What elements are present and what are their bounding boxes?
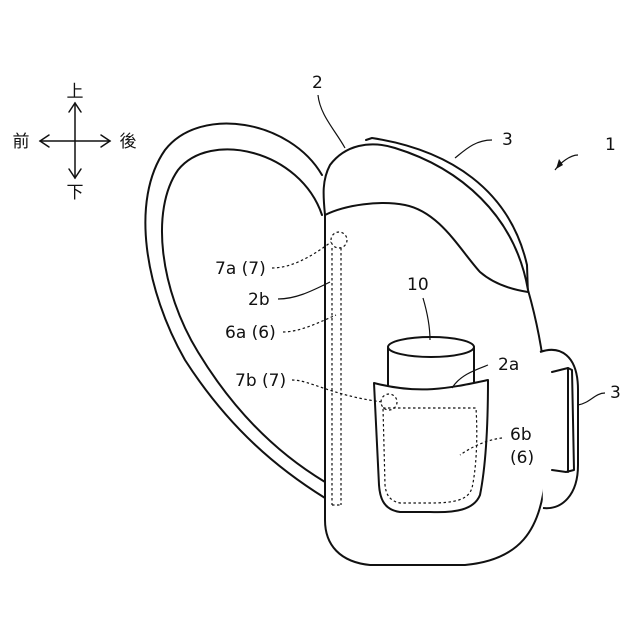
label-6a: 6a (6) [225,323,276,343]
label-2: 2 [312,73,323,93]
label-6b-paren: (6) [510,448,534,468]
direction-compass: 上 下 前 後 [13,82,137,203]
label-7b: 7b (7) [235,371,286,391]
label-2b: 2b [248,290,270,310]
label-up: 上 [67,82,84,102]
label-3-side: 3 [610,383,621,403]
label-1: 1 [605,135,616,155]
label-10: 10 [407,275,429,295]
leader-7a [272,242,331,268]
label-2a: 2a [498,355,519,375]
label-7a: 7a (7) [215,259,266,279]
label-front: 前 [13,132,30,152]
strap-loop-inner [162,149,325,482]
leader-2b [278,282,330,299]
leader-3-side [578,393,605,405]
label-6b: 6b [510,425,532,445]
label-down: 下 [67,183,84,203]
label-back: 後 [120,132,137,152]
label-3-top: 3 [502,130,513,150]
bottle-cap [388,337,474,357]
leader-1-arrowhead-icon [556,159,563,169]
leader-3-top [455,140,492,158]
mesh-pocket [374,380,488,512]
leader-2 [318,95,345,148]
